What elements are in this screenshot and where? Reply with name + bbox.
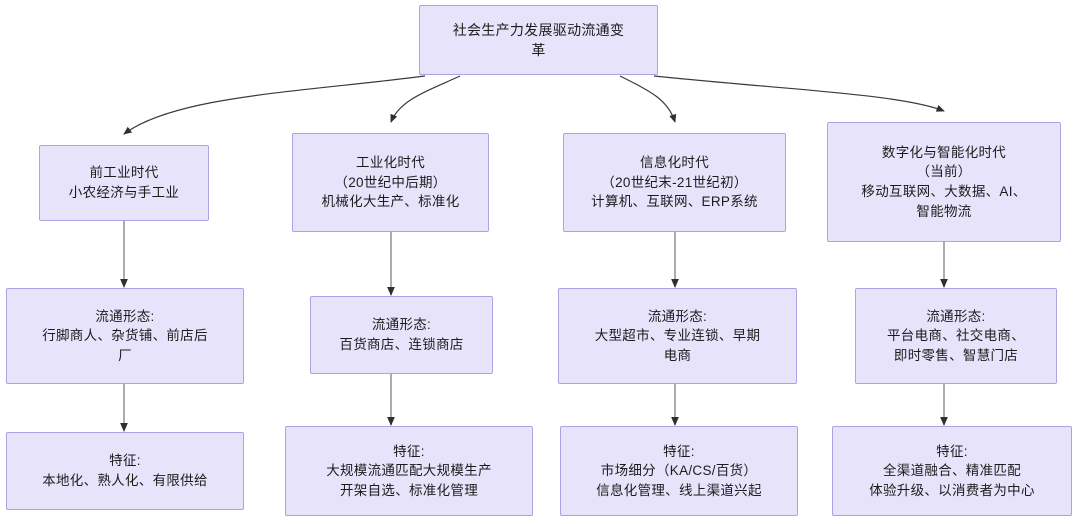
node-feature-1-line-1: 大规模流通匹配大规模生产 bbox=[326, 463, 492, 479]
node-feature-0-line-0: 特征: bbox=[109, 453, 141, 469]
node-form-2-line-0: 流通形态: bbox=[647, 308, 708, 324]
node-feature-3-line-0: 特征: bbox=[936, 443, 968, 459]
node-form-3[interactable]: 流通形态: 平台电商、社交电商、 即时零售、智慧门店 bbox=[855, 288, 1057, 384]
node-era-3-line-1: （当前） bbox=[916, 164, 972, 180]
edge-root-to-era-3 bbox=[653, 75, 945, 112]
node-feature-0[interactable]: 特征: 本地化、熟人化、有限供给 bbox=[6, 432, 244, 510]
node-form-0-line-2: 厂 bbox=[118, 347, 132, 363]
node-era-3-line-0: 数字化与智能化时代 bbox=[881, 144, 1007, 160]
node-form-2-line-1: 大型超市、专业连锁、早期 bbox=[594, 328, 761, 344]
node-era-2-line-2: 计算机、互联网、ERP系统 bbox=[591, 194, 758, 210]
edge-root-to-era-1 bbox=[390, 75, 461, 123]
node-feature-3-line-1: 全渠道融合、精准匹配 bbox=[883, 463, 1021, 479]
edge-root-to-era-2 bbox=[619, 75, 677, 123]
node-era-0-line-1: 小农经济与手工业 bbox=[68, 185, 180, 200]
node-feature-2-line-2: 信息化管理、线上渠道兴起 bbox=[596, 482, 762, 498]
node-era-3[interactable]: 数字化与智能化时代 （当前） 移动互联网、大数据、AI、 智能物流 bbox=[827, 122, 1061, 242]
node-feature-2[interactable]: 特征: 市场细分（KA/CS/百货） 信息化管理、线上渠道兴起 bbox=[560, 426, 798, 516]
node-era-3-line-2: 移动互联网、大数据、AI、 bbox=[861, 184, 1027, 199]
edge-root-to-era-0 bbox=[123, 75, 426, 135]
node-era-1-line-0: 工业化时代 bbox=[356, 155, 425, 171]
node-era-1[interactable]: 工业化时代 （20世纪中后期） 机械化大生产、标准化 bbox=[292, 133, 489, 232]
node-era-1-line-1: （20世纪中后期） bbox=[334, 174, 447, 190]
node-era-3-line-3: 智能物流 bbox=[916, 203, 972, 219]
node-feature-2-line-0: 特征: bbox=[663, 443, 695, 459]
node-era-2[interactable]: 信息化时代 （20世纪末-21世纪初） 计算机、互联网、ERP系统 bbox=[563, 133, 786, 232]
node-form-1[interactable]: 流通形态: 百货商店、连锁商店 bbox=[310, 296, 493, 374]
node-form-3-line-2: 即时零售、智慧门店 bbox=[893, 347, 1019, 363]
node-root-line-0: 社会生产力发展驱动流通变 bbox=[452, 21, 625, 38]
node-root[interactable]: 社会生产力发展驱动流通变 革 bbox=[419, 5, 658, 75]
node-form-0[interactable]: 流通形态: 行脚商人、杂货铺、前店后 厂 bbox=[6, 288, 244, 384]
node-form-2-line-2: 电商 bbox=[663, 347, 692, 363]
node-era-0[interactable]: 前工业时代 小农经济与手工业 bbox=[39, 145, 209, 221]
node-feature-1[interactable]: 特征: 大规模流通匹配大规模生产 开架自选、标准化管理 bbox=[285, 426, 533, 516]
node-form-0-line-1: 行脚商人、杂货铺、前店后 bbox=[42, 328, 208, 344]
node-era-1-line-2: 机械化大生产、标准化 bbox=[321, 194, 460, 210]
node-feature-1-line-0: 特征: bbox=[393, 443, 425, 459]
node-feature-2-line-1: 市场细分（KA/CS/百货） bbox=[600, 463, 758, 479]
node-form-2[interactable]: 流通形态: 大型超市、专业连锁、早期 电商 bbox=[558, 288, 797, 384]
node-era-2-line-1: （20世纪末-21世纪初） bbox=[601, 174, 748, 190]
node-form-3-line-1: 平台电商、社交电商、 bbox=[887, 328, 1025, 344]
node-feature-0-line-1: 本地化、熟人化、有限供给 bbox=[42, 473, 208, 488]
node-form-0-line-0: 流通形态: bbox=[95, 308, 155, 324]
node-era-2-line-0: 信息化时代 bbox=[640, 155, 709, 171]
node-form-1-line-1: 百货商店、连锁商店 bbox=[339, 337, 464, 352]
node-form-3-line-0: 流通形态: bbox=[926, 308, 986, 324]
node-feature-3[interactable]: 特征: 全渠道融合、精准匹配 体验升级、以消费者为中心 bbox=[832, 426, 1072, 516]
node-form-1-line-0: 流通形态: bbox=[371, 317, 432, 333]
node-feature-1-line-2: 开架自选、标准化管理 bbox=[340, 482, 478, 498]
node-feature-3-line-2: 体验升级、以消费者为中心 bbox=[869, 482, 1035, 498]
node-era-0-line-0: 前工业时代 bbox=[89, 165, 159, 181]
node-root-line-1: 革 bbox=[531, 42, 546, 58]
